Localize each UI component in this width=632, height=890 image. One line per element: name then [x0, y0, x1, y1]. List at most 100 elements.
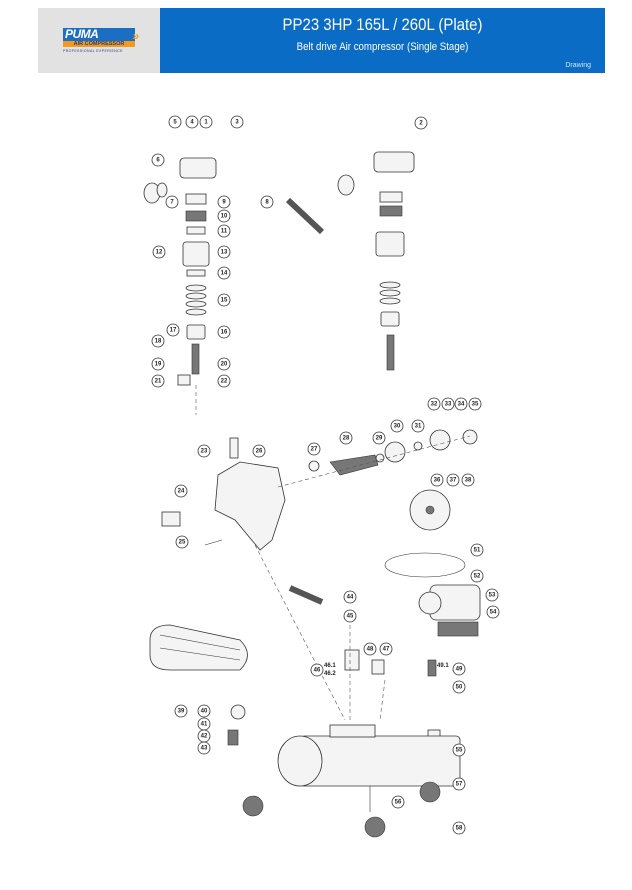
callout-circle — [468, 397, 482, 411]
callout-24: 24 — [174, 484, 188, 498]
callout-25: 25 — [175, 535, 189, 549]
callout-49: 49 — [452, 662, 466, 676]
callout-31: 31 — [411, 419, 425, 433]
callout-number: 1 — [204, 120, 208, 126]
callout-number: 58 — [456, 826, 463, 832]
callout-13: 13 — [217, 245, 231, 259]
callout-number: 25 — [179, 540, 186, 546]
callout-number: 40 — [201, 709, 208, 715]
section-tag: Drawing — [565, 62, 591, 69]
callout-circle — [151, 357, 165, 371]
callout-38: 38 — [461, 473, 475, 487]
callout-circle — [151, 374, 165, 388]
logo-tagline: PROFESSIONAL EXPERIENCE — [63, 49, 123, 53]
callout-number: 46 — [314, 668, 321, 674]
title-banner: PP23 3HP 165L / 260L (Plate) Belt drive … — [160, 8, 605, 73]
callout-number: 16 — [221, 330, 228, 336]
callout-circle — [411, 419, 425, 433]
callout-number: 57 — [456, 782, 463, 788]
callout-number: 38 — [465, 478, 472, 484]
callout-number: 37 — [450, 478, 457, 484]
callout-10: 10 — [217, 209, 231, 223]
callout-circle — [217, 245, 231, 259]
callout-circle — [260, 195, 274, 209]
callout-circle — [174, 484, 188, 498]
callout-circle — [486, 605, 500, 619]
callout-15: 15 — [217, 293, 231, 307]
callout-21: 21 — [151, 374, 165, 388]
callout-2: 2 — [414, 116, 428, 130]
callout-number: 21 — [155, 379, 162, 385]
callout-circle — [230, 115, 244, 129]
callout-36: 36 — [430, 473, 444, 487]
callout-circle — [363, 642, 377, 656]
callout-number: 17 — [170, 328, 177, 334]
callout-circle — [372, 431, 386, 445]
callout-circle — [217, 357, 231, 371]
callout-number: 42 — [201, 734, 208, 740]
callout-12: 12 — [152, 245, 166, 259]
sub-label-46-1: 46.1 — [324, 663, 336, 669]
callout-40: 40 — [197, 704, 211, 718]
callout-circle — [470, 569, 484, 583]
callout-circle — [175, 535, 189, 549]
callout-35: 35 — [468, 397, 482, 411]
callout-circle — [390, 419, 404, 433]
page-subtitle: Belt drive Air compressor (Single Stage) — [296, 41, 469, 53]
callout-number: 9 — [222, 200, 226, 206]
callout-circle — [414, 116, 428, 130]
callout-circle — [485, 588, 499, 602]
callout-32: 32 — [427, 397, 441, 411]
callout-26: 26 — [252, 444, 266, 458]
callout-circle — [151, 153, 165, 167]
pump-head-assembled-right — [337, 151, 415, 371]
callout-number: 48 — [367, 647, 374, 653]
callout-57: 57 — [452, 777, 466, 791]
callout-number: 7 — [170, 200, 174, 206]
callout-6: 6 — [151, 153, 165, 167]
callout-number: 12 — [156, 250, 163, 256]
callout-27: 27 — [307, 442, 321, 456]
callout-circle — [217, 209, 231, 223]
callout-circle — [441, 397, 455, 411]
motor-and-belt — [384, 552, 481, 637]
callout-number: 32 — [431, 402, 438, 408]
callout-circle — [452, 821, 466, 835]
callout-circle — [452, 743, 466, 757]
callout-number: 23 — [201, 449, 208, 455]
callout-number: 39 — [178, 709, 185, 715]
callout-number: 31 — [415, 424, 422, 430]
callout-circle — [430, 473, 444, 487]
logo-swoosh-icon: » — [132, 29, 139, 43]
callout-53: 53 — [485, 588, 499, 602]
callout-number: 52 — [474, 574, 481, 580]
callout-number: 14 — [221, 271, 228, 277]
callout-number: 29 — [376, 436, 383, 442]
callout-circle — [307, 442, 321, 456]
page-header: PUMA » AIR COMPRESSOR PROFESSIONAL EXPER… — [38, 8, 605, 73]
callout-number: 2 — [419, 121, 423, 127]
callout-number: 49 — [456, 667, 463, 673]
callout-number: 54 — [490, 610, 497, 616]
callout-circle — [343, 590, 357, 604]
callout-43: 43 — [197, 741, 211, 755]
callout-14: 14 — [217, 266, 231, 280]
callout-circle — [452, 662, 466, 676]
sub-label-46-2: 46.2 — [324, 671, 336, 677]
valves-and-fittings — [227, 544, 441, 746]
callout-number: 18 — [155, 339, 162, 345]
callout-circle — [151, 334, 165, 348]
callout-55: 55 — [452, 743, 466, 757]
sub-label-49-1: 49.1 — [437, 663, 449, 669]
callout-number: 10 — [221, 214, 228, 220]
callout-5: 5 — [168, 115, 182, 129]
callout-number: 6 — [156, 158, 160, 164]
callout-circle — [174, 704, 188, 718]
callout-9: 9 — [217, 195, 231, 209]
logo-panel: PUMA » AIR COMPRESSOR PROFESSIONAL EXPER… — [38, 8, 160, 73]
callout-number: 13 — [221, 250, 228, 256]
air-tank — [242, 724, 461, 838]
callout-50: 50 — [452, 680, 466, 694]
puma-logo: PUMA » AIR COMPRESSOR PROFESSIONAL EXPER… — [63, 28, 139, 53]
